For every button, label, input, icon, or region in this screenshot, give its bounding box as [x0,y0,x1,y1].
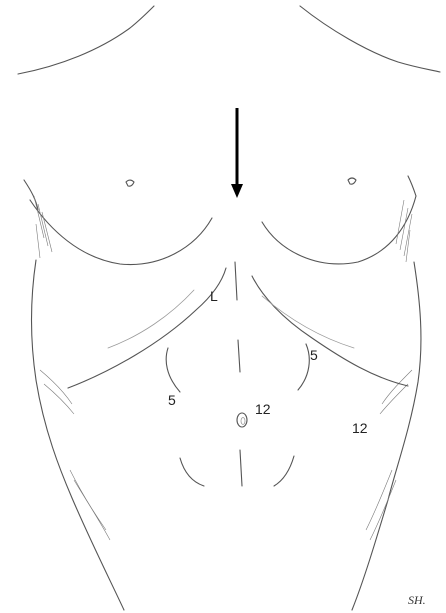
left-rectus-upper [166,348,180,392]
right-rectus-upper [298,344,309,390]
artist-signature: SH. [408,594,426,606]
pointer-arrow-head [231,184,243,198]
label-right-flank-12: 12 [352,421,368,435]
right-nipple [348,178,356,184]
linea-alba-mid [238,340,240,372]
umbilicus [237,413,247,427]
left-nipple [126,180,134,186]
label-l: L [210,289,218,303]
left-pectoral-line [30,200,212,265]
left-costal-margin [68,268,226,388]
left-flank-shading [40,370,110,540]
right-rectus-lower [274,456,294,486]
right-flank-shading [366,370,412,540]
right-trapezius-line [300,6,440,72]
linea-alba-lower [240,450,242,486]
right-pectoral-line [262,196,416,264]
right-armpit-shading [396,200,412,262]
right-shoulder-edge [408,176,416,196]
umbilicus-inner [241,418,245,425]
label-umbilicus-12: 12 [255,402,271,416]
right-costal-inner [262,296,354,348]
linea-alba-upper [235,262,237,300]
left-rectus-lower [180,458,204,486]
right-torso-outline [352,262,421,610]
label-left-flank-5: 5 [168,393,176,407]
left-trapezius-line [18,6,154,74]
label-right-flank-5: 5 [310,348,318,362]
left-costal-inner [108,290,194,348]
left-torso-outline [32,260,125,610]
right-costal-margin [252,276,408,386]
left-shoulder-edge [24,180,38,210]
